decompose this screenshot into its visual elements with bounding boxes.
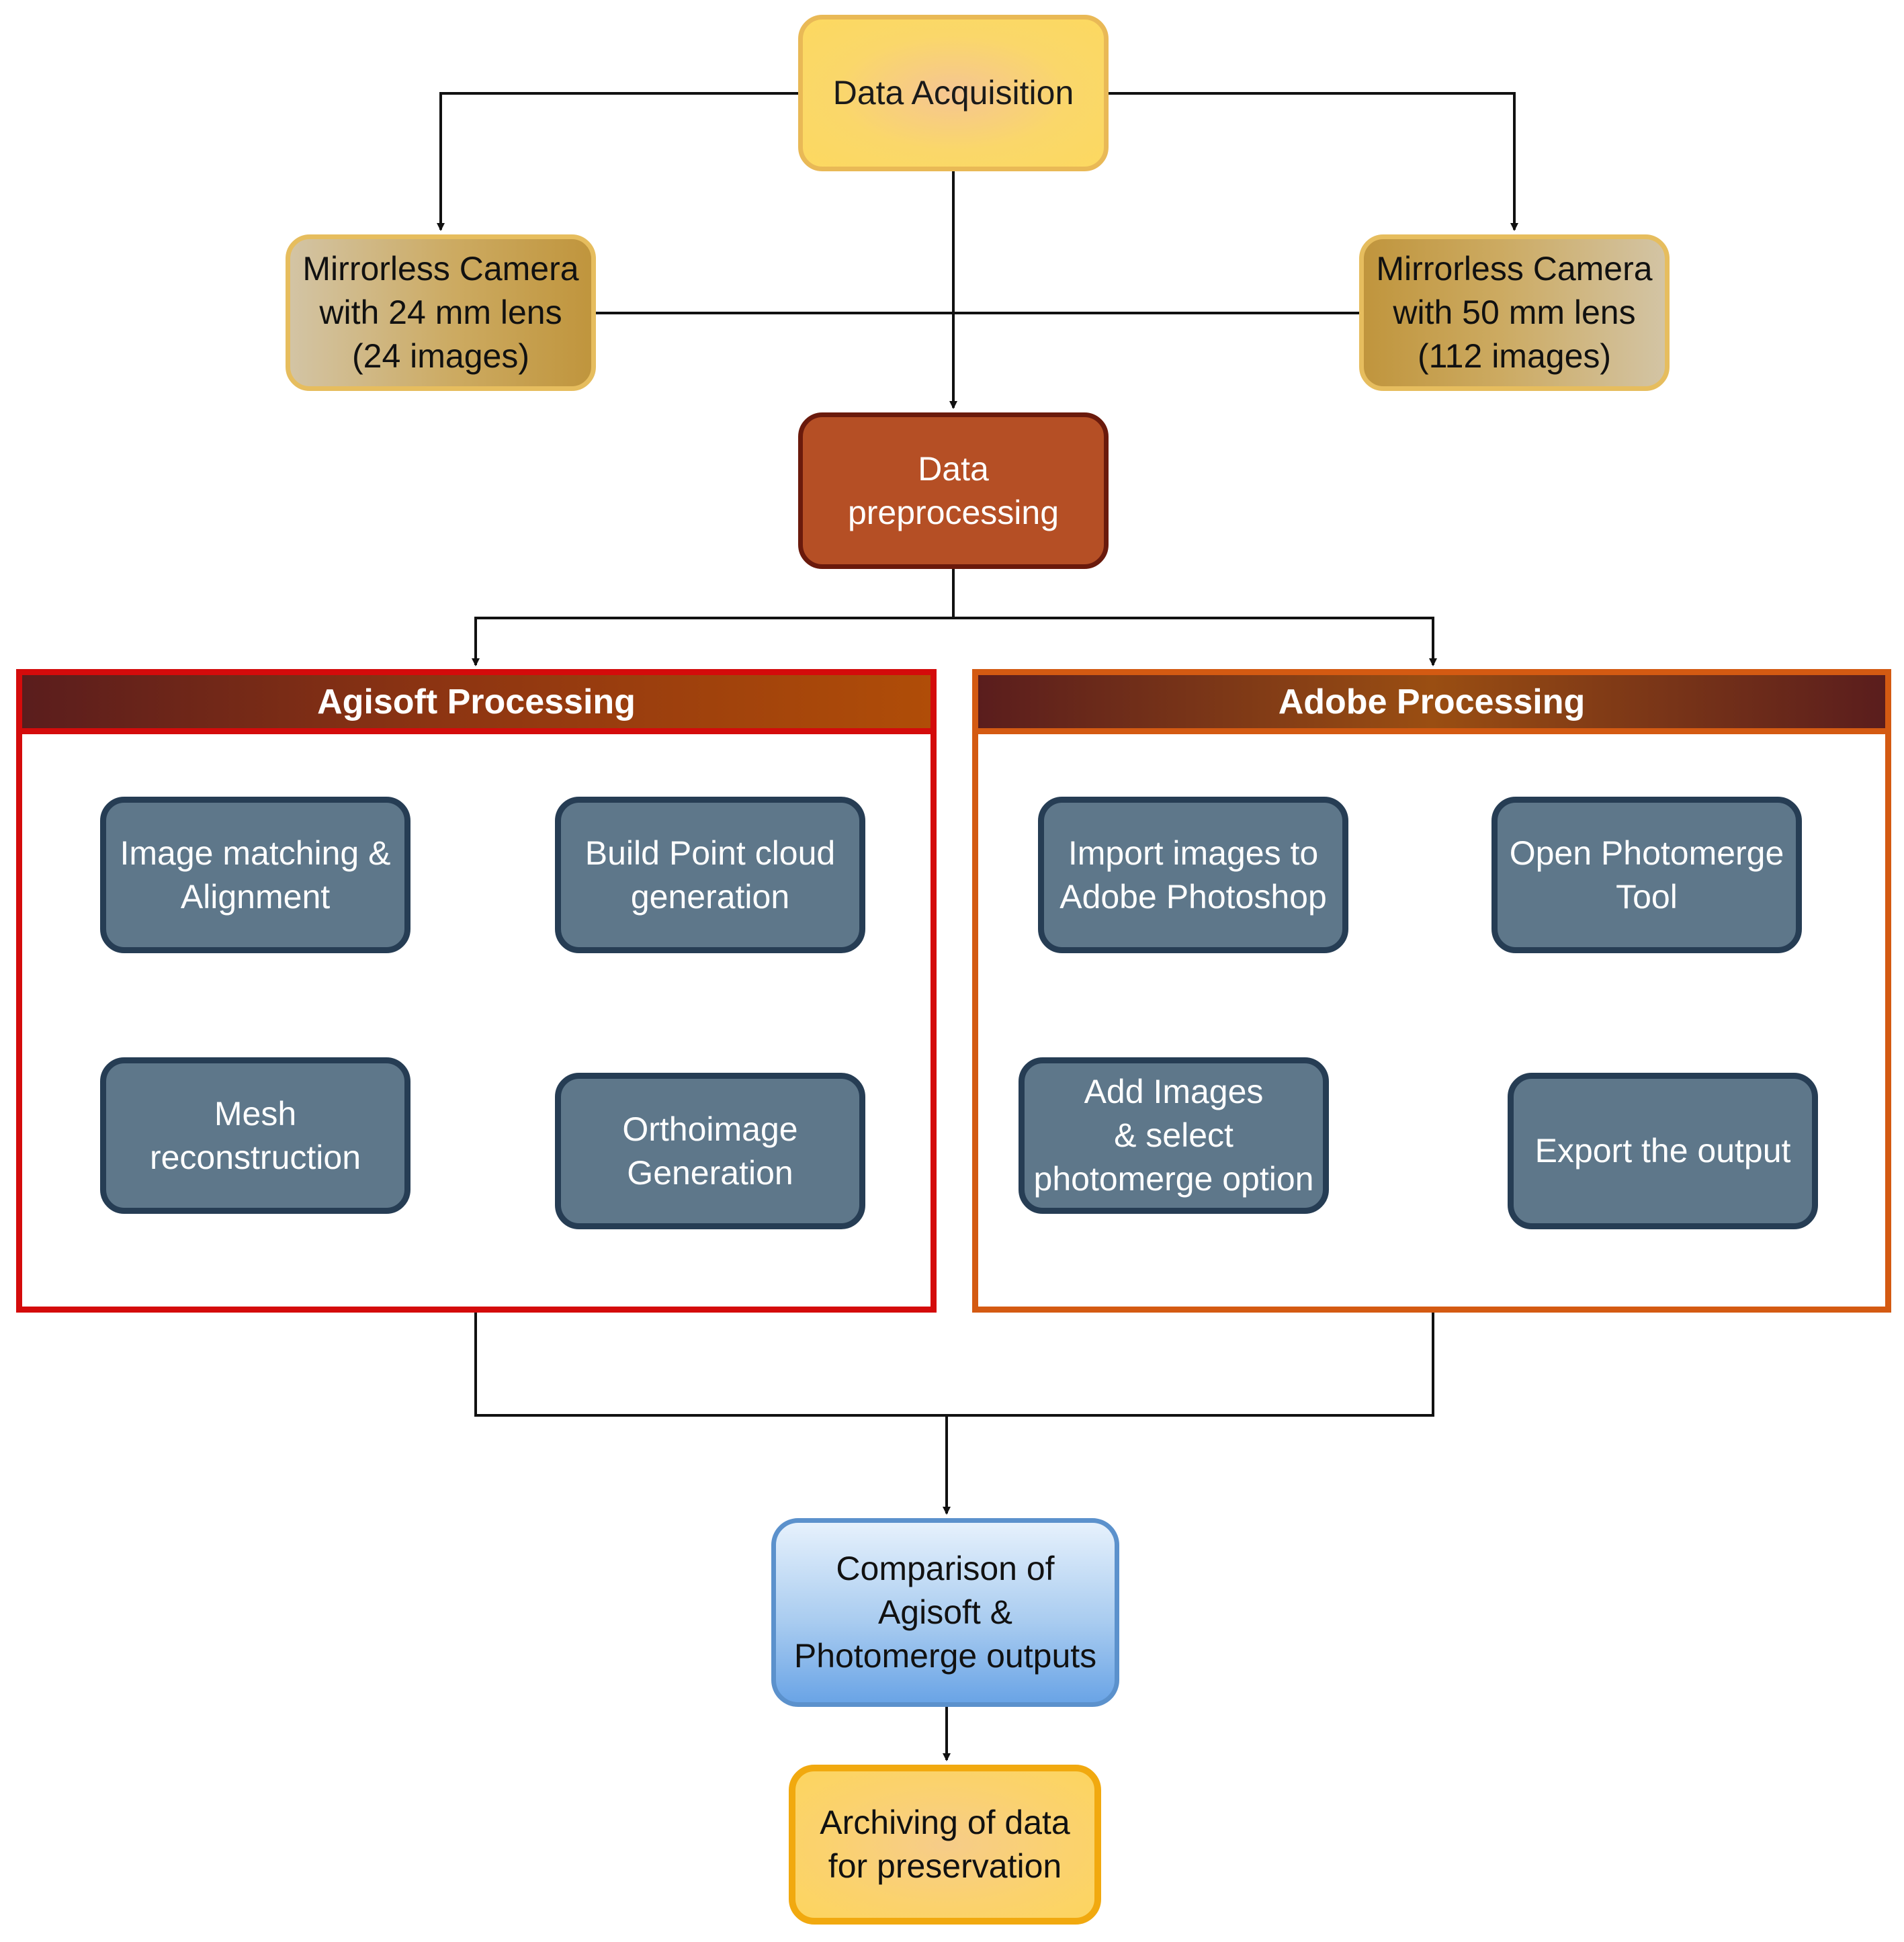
camera-24mm-label: Mirrorless Camera with 24 mm lens (24 im… <box>302 250 579 375</box>
arrow-acq-to-cam24 <box>437 92 798 231</box>
camera-24mm-box: Mirrorless Camera with 24 mm lens (24 im… <box>286 234 596 391</box>
step-orthoimage-generation-label: Orthoimage Generation <box>622 1110 798 1192</box>
step-mesh-reconstruction-label: Mesh reconstruction <box>149 1094 361 1176</box>
step-image-matching-label: Image matching & Alignment <box>120 834 391 916</box>
arrow-pre-to-agisoft <box>472 569 955 666</box>
comparison-box: Comparison of Agisoft & Photomerge outpu… <box>771 1518 1119 1707</box>
data-preprocessing-box: Data preprocessing <box>798 412 1109 569</box>
step-export-output-label: Export the output <box>1534 1132 1791 1169</box>
step-open-photomerge-label: Open Photomerge Tool <box>1509 834 1784 916</box>
adobe-panel-title: Adobe Processing <box>1278 682 1586 721</box>
step-add-images: Add Images & select photomerge option <box>1019 1057 1329 1214</box>
agisoft-panel-header: Agisoft Processing <box>22 675 931 734</box>
step-open-photomerge: Open Photomerge Tool <box>1491 797 1802 953</box>
step-build-point-cloud-label: Build Point cloud generation <box>585 834 836 916</box>
step-image-matching: Image matching & Alignment <box>100 797 410 953</box>
camera-50mm-box: Mirrorless Camera with 50 mm lens (112 i… <box>1359 234 1670 391</box>
step-import-images: Import images to Adobe Photoshop <box>1038 797 1348 953</box>
camera-50mm-label: Mirrorless Camera with 50 mm lens (112 i… <box>1376 250 1653 375</box>
adobe-panel-header: Adobe Processing <box>978 675 1885 734</box>
data-preprocessing-label: Data preprocessing <box>847 449 1059 531</box>
comparison-label: Comparison of Agisoft & Photomerge outpu… <box>793 1550 1097 1675</box>
arrow-acq-to-cam50 <box>1109 92 1518 231</box>
archiving-box: Archiving of data for preservation <box>789 1765 1101 1925</box>
archiving-label: Archiving of data for preservation <box>820 1804 1070 1885</box>
step-import-images-label: Import images to Adobe Photoshop <box>1059 834 1327 916</box>
arrow-pre-to-adobe <box>953 617 1437 666</box>
step-export-output: Export the output <box>1508 1073 1818 1229</box>
step-mesh-reconstruction: Mesh reconstruction <box>100 1057 410 1214</box>
step-orthoimage-generation: Orthoimage Generation <box>555 1073 865 1229</box>
data-acquisition-box: Data Acquisition <box>798 15 1109 171</box>
data-acquisition-label: Data Acquisition <box>832 74 1074 112</box>
step-build-point-cloud: Build Point cloud generation <box>555 797 865 953</box>
step-add-images-label: Add Images & select photomerge option <box>1033 1073 1314 1198</box>
line-panels-merge <box>474 1313 1434 1417</box>
agisoft-panel-title: Agisoft Processing <box>317 682 636 721</box>
